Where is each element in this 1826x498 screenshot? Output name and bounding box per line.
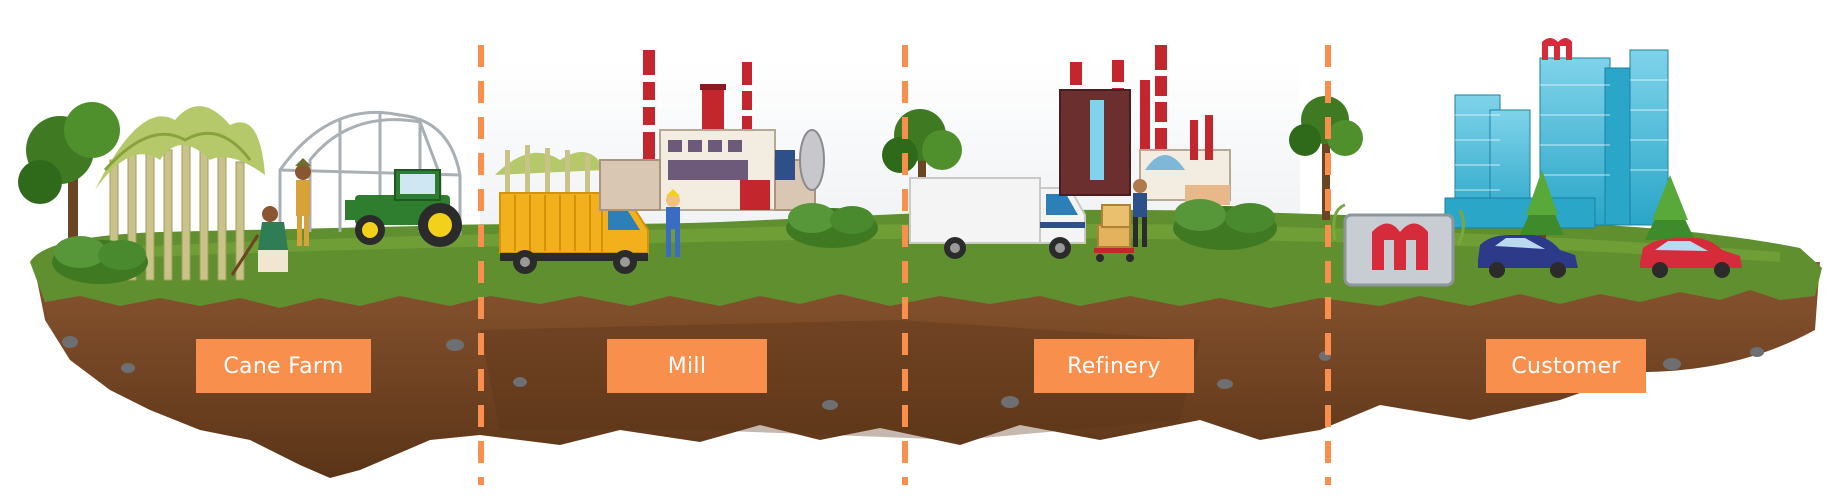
car-icon xyxy=(1478,235,1578,278)
factory-icon xyxy=(1059,45,1231,205)
stage-label-mill: Mill xyxy=(607,339,767,393)
factory-icon xyxy=(599,50,825,211)
worker-icon xyxy=(1133,179,1147,247)
stage-label-customer: Customer xyxy=(1486,339,1646,393)
worker-icon xyxy=(666,189,680,257)
office-building-icon xyxy=(1444,49,1669,229)
stage-label-cane-farm: Cane Farm xyxy=(196,339,371,393)
brand-logo-icon xyxy=(1332,203,1465,287)
farmer-icon xyxy=(230,206,288,276)
tree-icon xyxy=(1289,96,1363,220)
bush-icon xyxy=(786,203,878,248)
sugarcane-icon xyxy=(95,106,265,281)
tree-icon xyxy=(18,102,120,240)
truck-icon xyxy=(495,145,649,274)
brand-logo-icon xyxy=(1542,38,1572,60)
tractor-icon xyxy=(345,169,462,247)
car-icon xyxy=(1640,238,1742,278)
pebbles xyxy=(62,336,1764,410)
delivery-truck-icon xyxy=(909,177,1086,259)
bush-icon xyxy=(52,236,148,284)
package-icon xyxy=(1094,204,1134,262)
farmer-icon xyxy=(295,158,311,246)
stage-dividers xyxy=(478,45,1331,485)
stage-label-refinery: Refinery xyxy=(1034,339,1194,393)
bush-icon xyxy=(1173,199,1277,250)
